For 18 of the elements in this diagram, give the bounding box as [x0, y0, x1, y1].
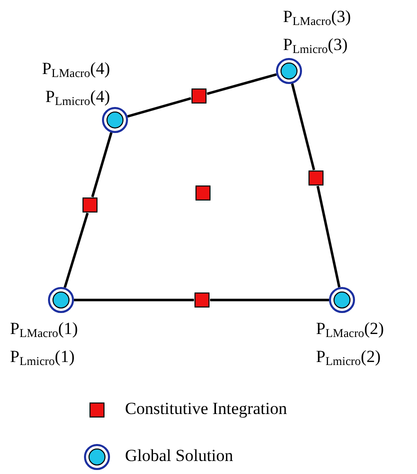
point-label: P$_{LMacro}$(4)	[42, 58, 110, 80]
point-label: P$_{LMacro}$(3)	[283, 6, 351, 28]
element-edge-line	[74, 298, 194, 302]
element-edge-line	[210, 298, 329, 302]
element-edge-line	[91, 132, 113, 198]
legend-text: Global Solution	[125, 446, 234, 466]
point-label: P$_{LMacro}$(2)	[316, 318, 384, 340]
point-label: P$_{Lmicro}$(2)	[316, 346, 381, 368]
element-edge-line	[64, 212, 89, 288]
element-edge-line	[290, 83, 316, 170]
point-label: P$_{Lmicro}$(3)	[283, 34, 348, 56]
legend-text: Constitutive Integration	[125, 399, 287, 419]
element-edge-line	[206, 73, 277, 95]
point-label: P$_{Lmicro}$(4)	[45, 86, 110, 108]
element-edge-line	[127, 97, 192, 118]
element-edge-line	[316, 186, 341, 288]
point-label: P$_{Lmicro}$(1)	[10, 346, 75, 368]
point-label: P$_{LMacro}$(1)	[10, 318, 78, 340]
